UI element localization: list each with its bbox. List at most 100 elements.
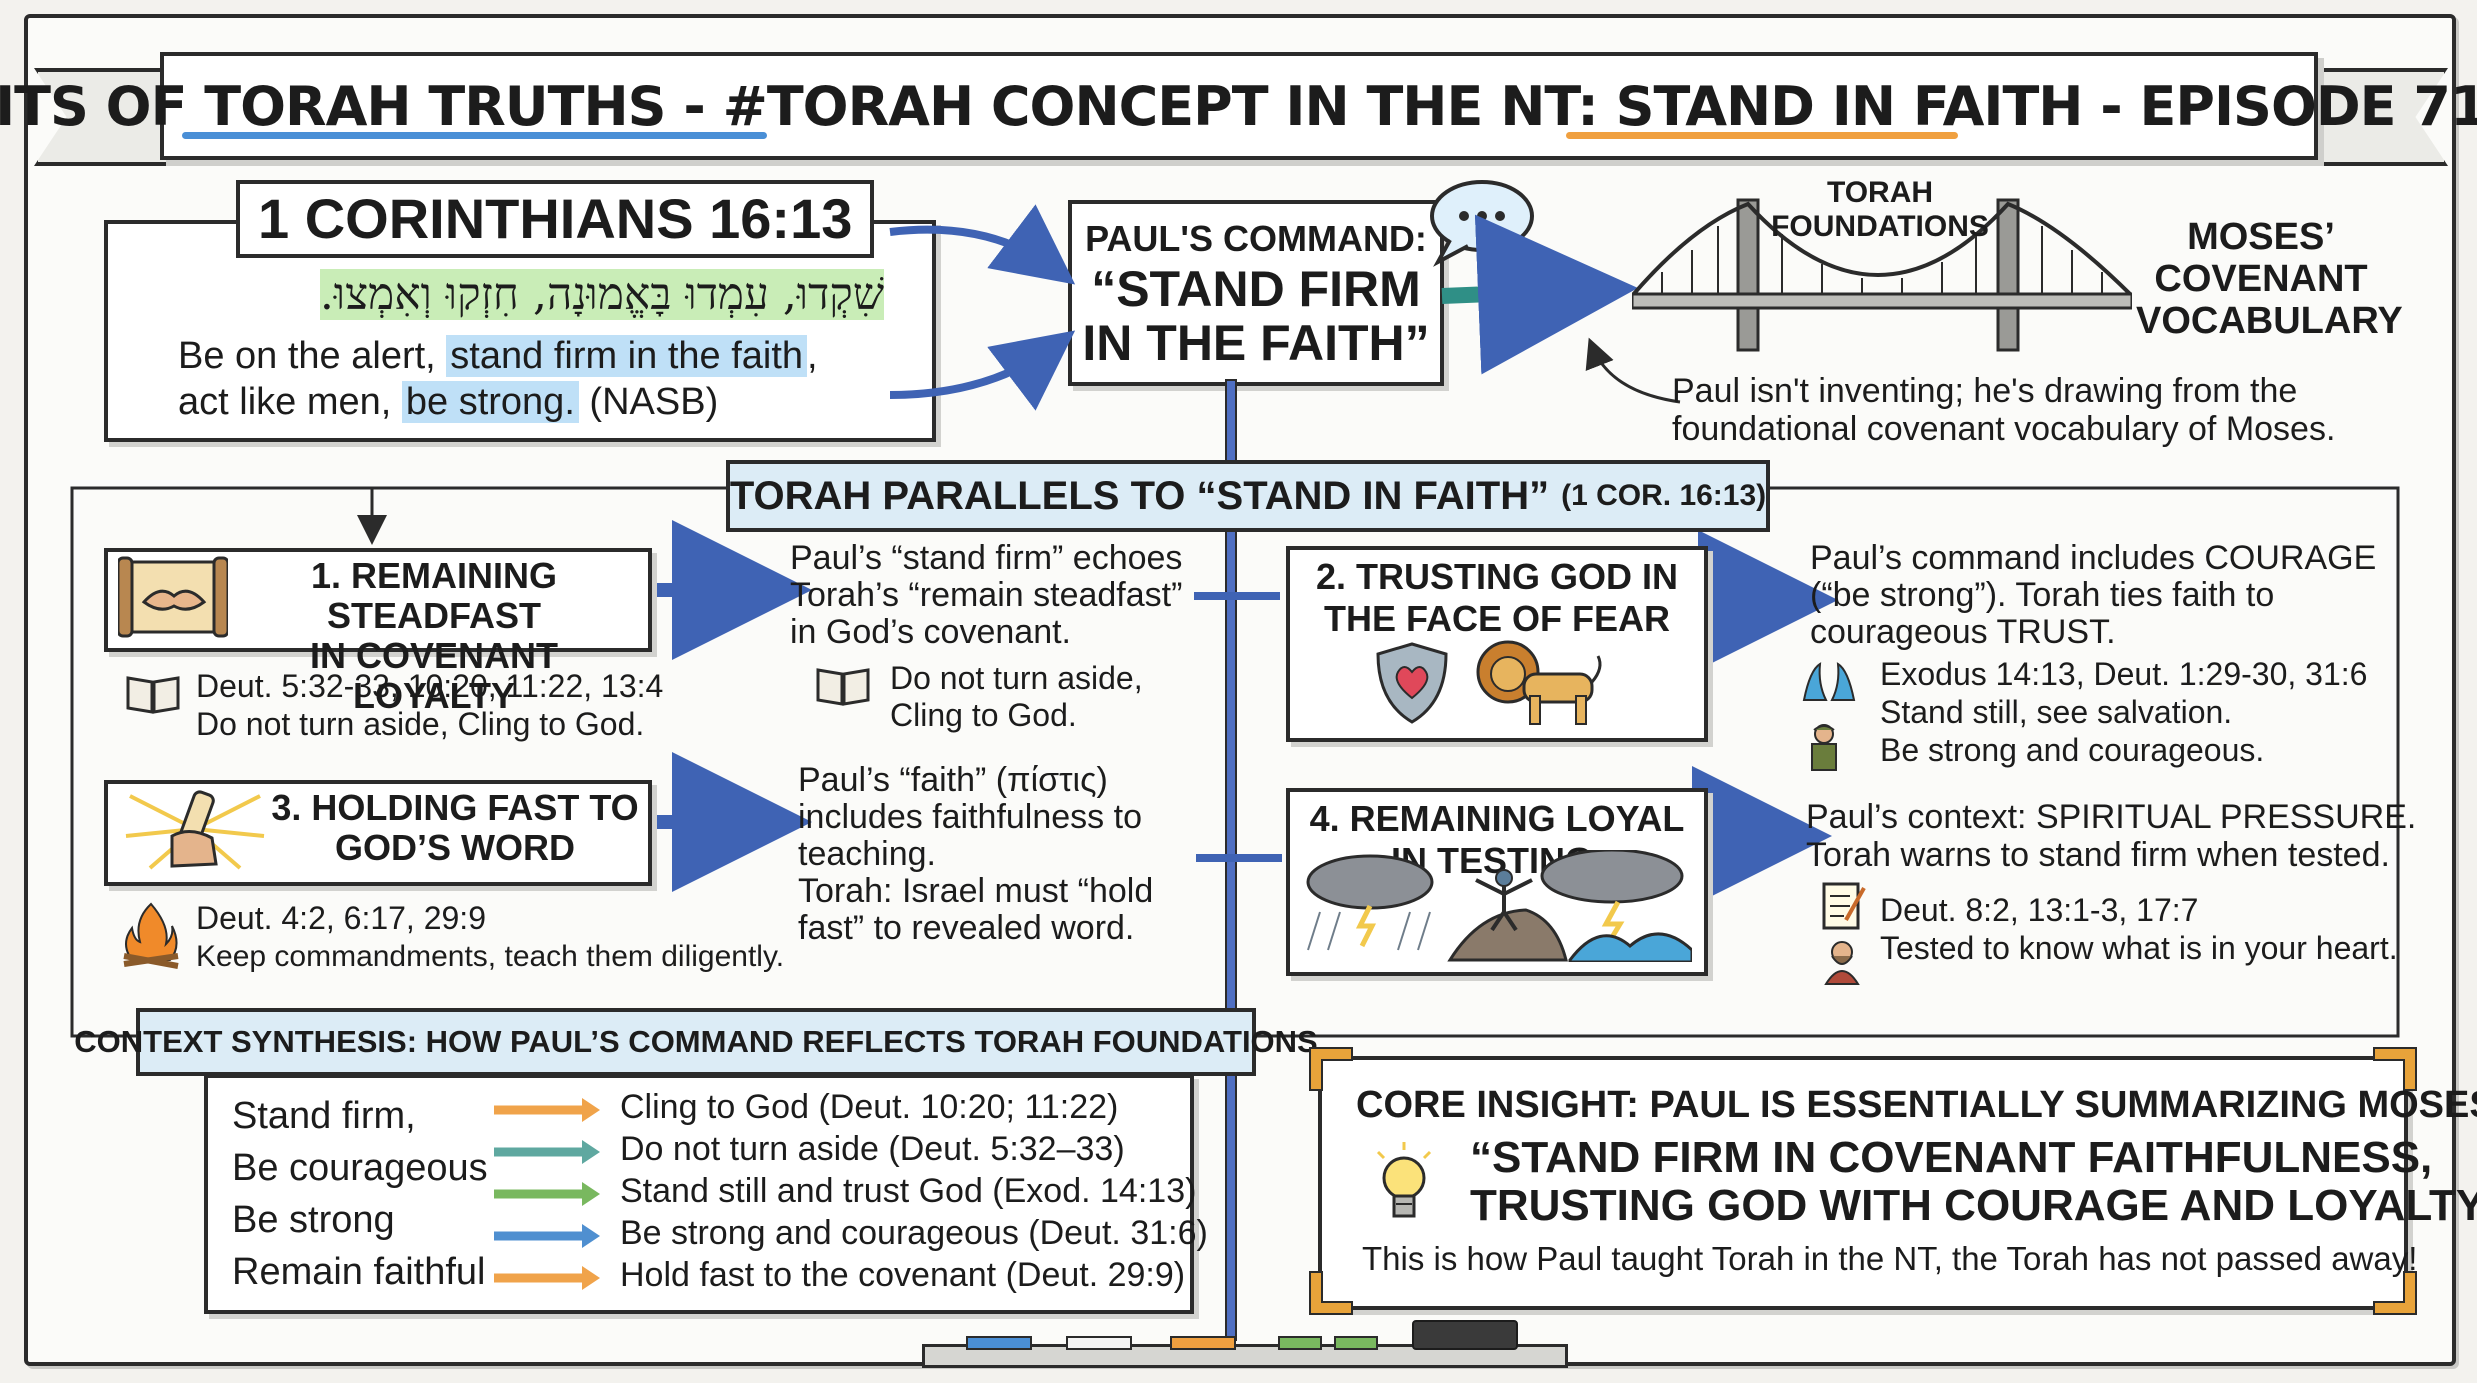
- synthesis-left-2: Be strong: [232, 1199, 395, 1241]
- shield-heart-icon: [1376, 642, 1448, 724]
- p1-sub: Do not turn aside, Cling to God.: [890, 660, 1143, 734]
- p1-echo: Paul’s “stand firm” echoes Torah’s “rema…: [790, 540, 1182, 651]
- synthesis-heading-text: CONTEXT SYNTHESIS: HOW PAUL’S COMMAND RE…: [74, 1024, 1318, 1059]
- title-underline-orange: [1566, 132, 1958, 139]
- p3-desc-line3: teaching.: [798, 835, 936, 873]
- verse-highlight-be-strong: be strong.: [401, 381, 579, 423]
- p1-sub-line1: Do not turn aside,: [890, 660, 1143, 696]
- p2-desc-line3: courageous TRUST.: [1810, 613, 2116, 651]
- p2-sub-2: Be strong and courageous.: [1880, 732, 2265, 768]
- synthesis-right-1: Do not turn aside (Deut. 5:32–33): [620, 1130, 1125, 1168]
- bridge-label: TORAH FOUNDATIONS: [1770, 176, 1990, 244]
- insight-quote-line1: “STAND FIRM IN COVENANT FAITHFULNESS,: [1470, 1133, 2433, 1182]
- parted-sea-icon: [1802, 662, 1856, 701]
- synthesis-arrows: [494, 1098, 600, 1290]
- verse-line2-a: act like men,: [178, 381, 402, 423]
- soldier-icon: [1811, 724, 1837, 771]
- parallel-3-title: 3. HOLDING FAST TO GOD’S WORD: [270, 788, 640, 868]
- p3-desc-line4: Torah: Israel must “hold: [798, 872, 1154, 910]
- parallels-heading-ref: (1 COR. 16:13): [1561, 479, 1767, 512]
- p3-summary: Keep commandments, teach them diligently…: [196, 940, 785, 973]
- bridge-icon: [1632, 198, 2132, 352]
- p1-title-line2: IN COVENANT LOYALTY: [309, 635, 558, 716]
- moses-label-line3: VOCABULARY: [2136, 300, 2403, 342]
- synthesis-box: [204, 1074, 1194, 1314]
- parallels-heading: TORAH PARALLELS TO “STAND IN FAITH” (1 C…: [726, 460, 1770, 532]
- p4-desc: Paul’s context: SPIRITUAL PRESSURE. Tora…: [1806, 798, 2416, 874]
- storm-icon: [1306, 850, 1692, 962]
- verse-line1-a: Be on the alert,: [178, 335, 447, 377]
- parallel-1-title: 1. REMAINING STEADFAST IN COVENANT LOYAL…: [232, 556, 636, 716]
- p3-title-line2: GOD’S WORD: [335, 827, 575, 868]
- moses-label-line2: COVENANT: [2154, 258, 2368, 300]
- synthesis-right-4: Hold fast to the covenant (Deut. 29:9): [620, 1256, 1186, 1294]
- p4-desc-line2: Torah warns to stand firm when tested.: [1806, 836, 2390, 874]
- p2-refs: Exodus 14:13, Deut. 1:29-30, 31:6: [1880, 656, 2368, 692]
- bridge-note: Paul isn't inventing; he's drawing from …: [1672, 372, 2335, 448]
- fire-icon: [123, 902, 179, 969]
- title-banner: BITS OF TORAH TRUTHS - #TORAH CONCEPT IN…: [0, 52, 2477, 160]
- insight-box: [1318, 1056, 2408, 1310]
- page-title: BITS OF TORAH TRUTHS - #TORAH CONCEPT IN…: [0, 74, 2477, 138]
- bridge-note-line2: foundational covenant vocabulary of Mose…: [1672, 410, 2336, 448]
- marker-green: [1278, 1336, 1322, 1350]
- title-underline-blue: [182, 132, 767, 139]
- book-icon-2: [816, 668, 870, 706]
- command-quote-1: “STAND FIRM: [1091, 261, 1421, 317]
- bridge-label-line2: FOUNDATIONS: [1771, 210, 1989, 243]
- synthesis-left-0: Stand firm,: [232, 1095, 416, 1137]
- p2-sub-1: Stand still, see salvation.: [1880, 694, 2233, 730]
- p1-summary: Do not turn aside, Cling to God.: [196, 706, 645, 742]
- p4-refs: Deut. 8:2, 13:1-3, 17:7: [1880, 892, 2199, 928]
- marker-blue: [966, 1336, 1032, 1350]
- insight-heading: CORE INSIGHT: PAUL IS ESSENTIALLY SUMMAR…: [1356, 1084, 2477, 1126]
- marker-white: [1066, 1336, 1132, 1350]
- p4-title-line1: 4. REMAINING LOYAL: [1309, 798, 1685, 839]
- parallel-2-title: 2. TRUSTING GOD IN THE FACE OF FEAR: [1286, 556, 1708, 640]
- p3-title-line1: 3. HOLDING FAST TO: [271, 787, 639, 828]
- verse-line2-c: (NASB): [578, 381, 719, 423]
- command-quote-2: IN THE FAITH”: [1082, 315, 1430, 371]
- synthesis-left-3: Remain faithful: [232, 1251, 486, 1293]
- synthesis-right-3: Be strong and courageous (Deut. 31:6): [620, 1214, 1208, 1252]
- p3-desc: Paul’s “faith” (πίστις) includes faithfu…: [798, 762, 1153, 947]
- marker-orange: [1170, 1336, 1236, 1350]
- p1-title-line1: 1. REMAINING STEADFAST: [310, 555, 558, 636]
- moses-covenant-label: MOSES’ COVENANT VOCABULARY: [2136, 216, 2403, 342]
- insight-quote-line2: TRUSTING GOD WITH COURAGE AND LOYALTY.”: [1470, 1181, 2477, 1230]
- synthesis-left-1: Be courageous: [232, 1147, 488, 1189]
- bridge-label-line1: TORAH: [1826, 176, 1934, 209]
- book-icon: [126, 676, 180, 714]
- bridge-note-line1: Paul isn't inventing; he's drawing from …: [1672, 372, 2298, 410]
- synthesis-left-list: Stand firm, Be courageous Be strong Rema…: [232, 1090, 488, 1298]
- p1-echo-line2: Torah’s “remain steadfast”: [790, 576, 1183, 614]
- p2-desc-line1: Paul’s command includes COURAGE: [1810, 539, 2377, 577]
- p2-desc: Paul’s command includes COURAGE (“be str…: [1810, 540, 2376, 651]
- p1-sub-line2: Cling to God.: [890, 697, 1077, 733]
- lion-icon: [1476, 640, 1602, 725]
- p1-echo-line3: in God’s covenant.: [790, 613, 1071, 651]
- p3-refs: Deut. 4:2, 6:17, 29:9: [196, 900, 486, 936]
- hebrew-verse: שִׁקְדוּ, עִמְדוּ בָּאֱמוּנָה, חִזְקוּ ו…: [164, 269, 884, 320]
- hand-scroll-icon: [125, 790, 265, 870]
- p3-desc-line5: fast” to revealed word.: [798, 909, 1135, 947]
- p2-title-line1: 2. TRUSTING GOD IN: [1315, 556, 1679, 597]
- p4-summary: Tested to know what is in your heart.: [1880, 930, 2398, 966]
- marker-green-2: [1334, 1336, 1378, 1350]
- p2-title-line2: THE FACE OF FEAR: [1323, 598, 1670, 639]
- verse-line1-c: ,: [807, 335, 818, 377]
- p2-desc-line2: (“be strong”). Torah ties faith to: [1810, 576, 2275, 614]
- verse-highlight-stand-firm: stand firm in the faith: [446, 335, 808, 377]
- verse-line-2: act like men, be strong. (NASB): [178, 381, 719, 423]
- command-label: PAUL'S COMMAND:: [1085, 218, 1427, 259]
- synthesis-right-0: Cling to God (Deut. 10:20; 11:22): [620, 1088, 1119, 1126]
- p3-desc-line2: includes faithfulness to: [798, 798, 1142, 836]
- command-box: [1068, 200, 1444, 386]
- verse-line-1: Be on the alert, stand firm in the faith…: [178, 335, 818, 377]
- synthesis-heading: CONTEXT SYNTHESIS: HOW PAUL’S COMMAND RE…: [74, 1008, 1318, 1076]
- scroll-handshake-icon: [118, 556, 228, 638]
- verse-reference: 1 CORINTHIANS 16:13: [236, 180, 875, 258]
- prophet-icon: [1824, 941, 1860, 985]
- checklist-icon: [1822, 882, 1866, 930]
- parallels-heading-text: TORAH PARALLELS TO “STAND IN FAITH”: [729, 473, 1550, 518]
